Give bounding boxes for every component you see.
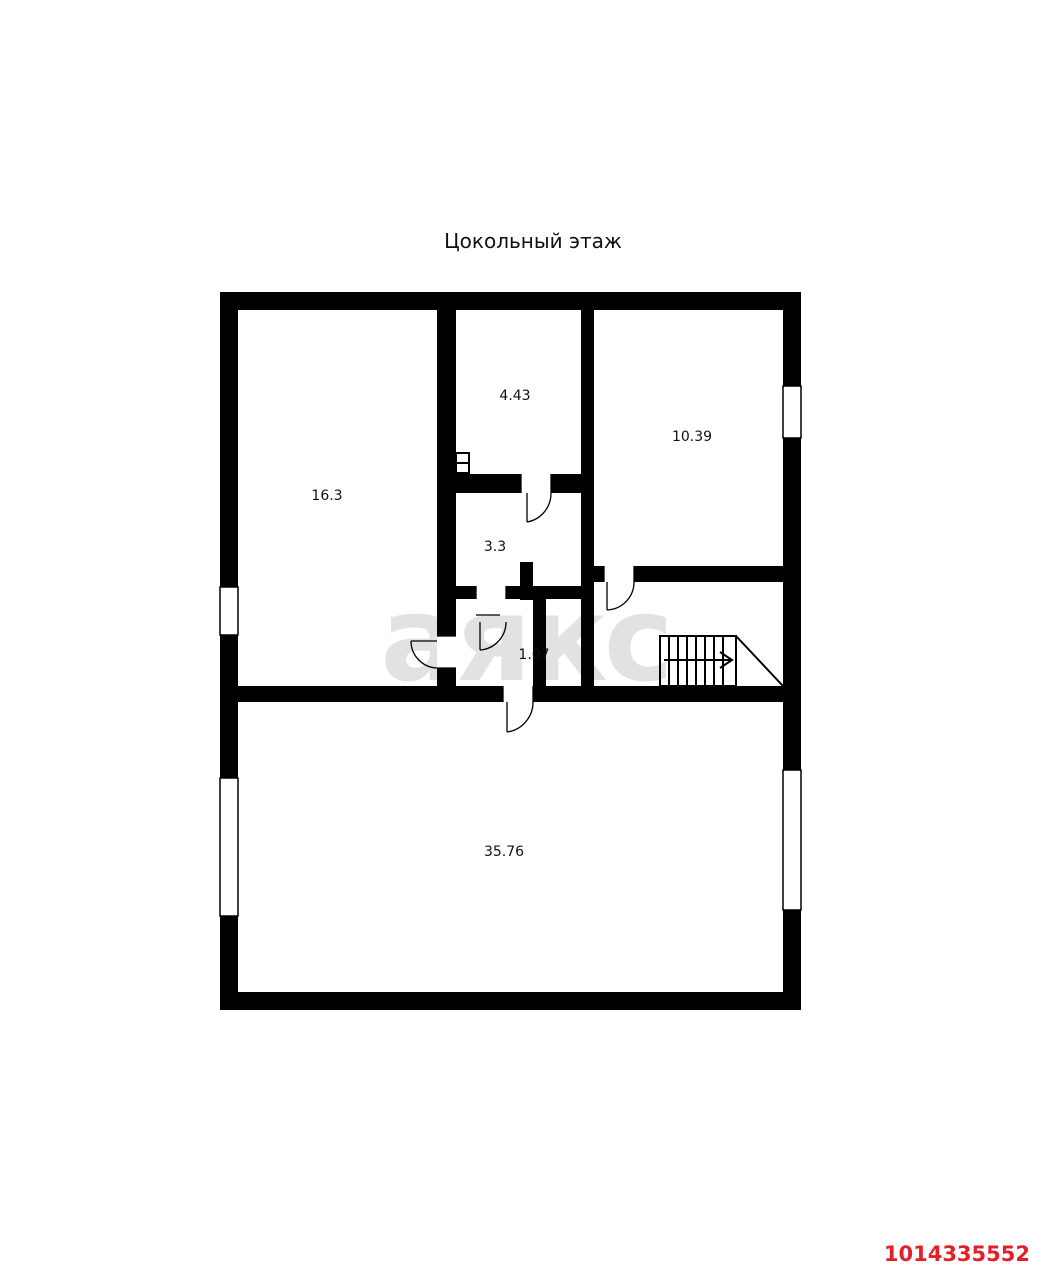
ventilation-icon <box>455 452 470 474</box>
window-icon <box>219 777 239 917</box>
window-icon <box>782 769 802 911</box>
door-icon <box>502 686 534 733</box>
floor-title: Цокольный этаж <box>444 229 622 253</box>
wall-outer-top <box>220 292 801 310</box>
wall-middle-right <box>581 292 594 702</box>
door-icon <box>520 474 552 523</box>
wall-under-10-39 <box>581 566 801 582</box>
wall-under-4-43 <box>437 474 594 493</box>
room-area-left: 16.3 <box>311 488 342 504</box>
room-area-top-right: 10.39 <box>672 429 712 445</box>
stairs-icon <box>659 635 784 687</box>
room-area-small: 3.3 <box>484 539 506 555</box>
windows <box>219 385 802 917</box>
room-area-top-middle: 4.43 <box>499 388 530 404</box>
wall-left-middle <box>437 292 456 702</box>
walls <box>220 292 801 1010</box>
window-icon <box>782 385 802 439</box>
window-icon <box>219 586 239 636</box>
listing-id: 1014335552 <box>883 1242 1030 1266</box>
wall-outer-bottom <box>220 992 801 1010</box>
door-icon <box>475 586 507 651</box>
room-area-bottom: 35.76 <box>484 844 524 860</box>
room-area-hall: 1.07 <box>518 647 549 663</box>
door-icon <box>410 635 456 669</box>
doors <box>410 474 635 733</box>
door-icon <box>603 566 635 611</box>
wall-hall-left <box>533 586 546 692</box>
